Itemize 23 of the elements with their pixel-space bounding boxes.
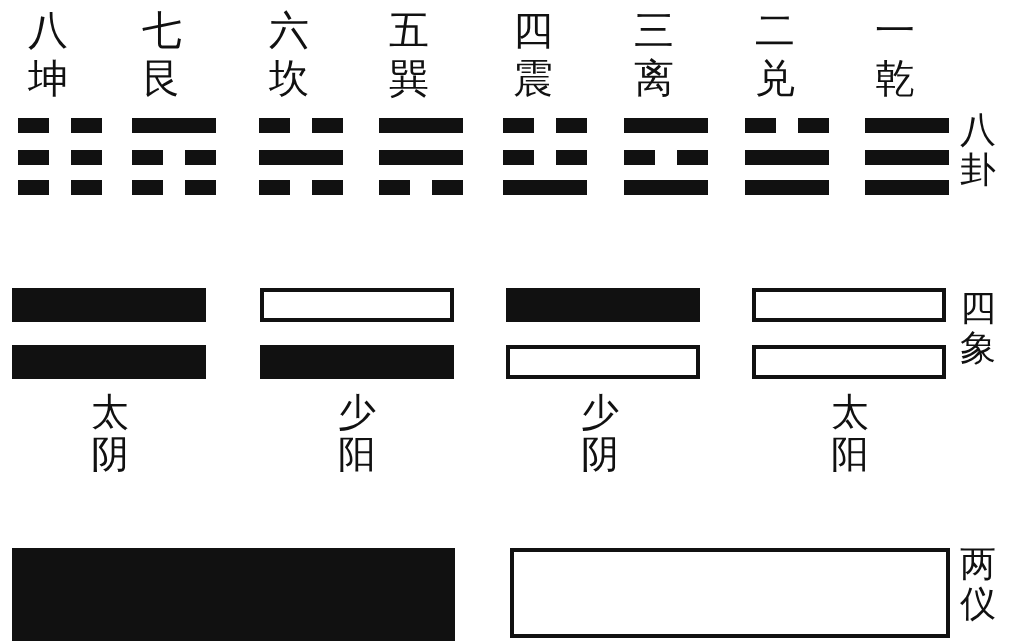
bigram-name: 少阳 [338, 392, 376, 476]
bigram-name: 太阴 [91, 392, 129, 476]
trigram-name: 坎 [268, 56, 310, 100]
trigram-name: 兑 [754, 56, 796, 100]
trigram-name: 艮 [141, 56, 183, 100]
trigram-number: 六 [268, 8, 310, 52]
trigram-name: 震 [512, 56, 554, 100]
row-heading: 两仪 [960, 544, 996, 624]
bigram-name: 太阳 [831, 392, 869, 476]
trigram-number: 四 [512, 8, 554, 52]
trigram-number: 一 [874, 8, 916, 52]
trigram-number: 二 [754, 8, 796, 52]
trigram-name: 坤 [27, 56, 69, 100]
trigram-name: 乾 [874, 56, 916, 100]
trigram-number: 五 [388, 8, 430, 52]
row-heading: 八卦 [960, 110, 996, 190]
trigram-number: 八 [27, 8, 69, 52]
bigram-name: 少阴 [581, 392, 619, 476]
row-heading: 四象 [960, 288, 996, 368]
trigram-number: 七 [141, 8, 183, 52]
trigram-name: 离 [633, 56, 675, 100]
trigram-name: 巽 [388, 56, 430, 100]
trigram-number: 三 [633, 8, 675, 52]
